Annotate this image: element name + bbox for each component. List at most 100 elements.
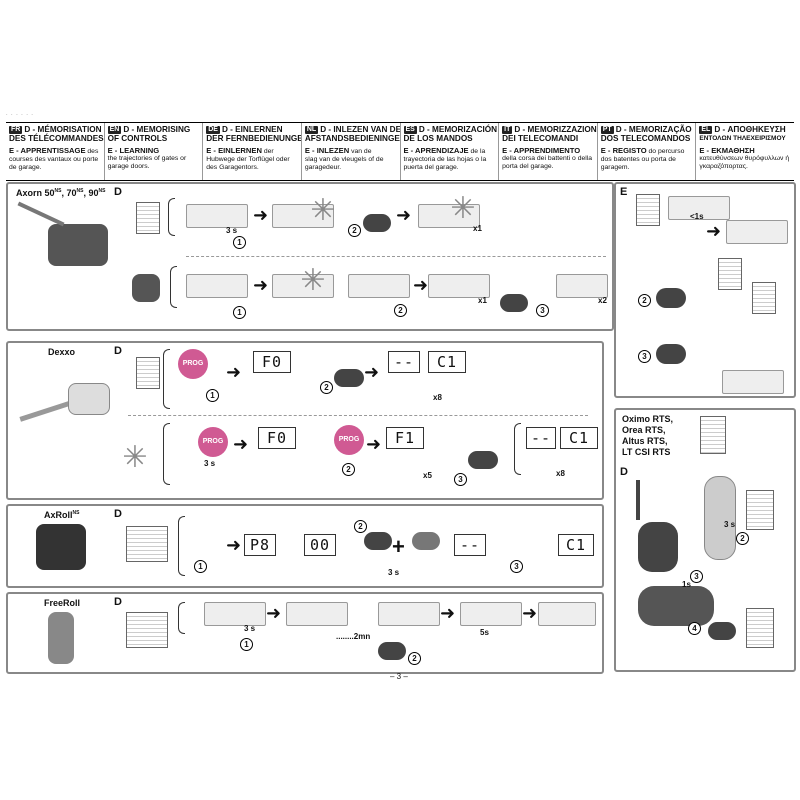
step-3: 3 [510, 560, 523, 573]
remote-icon [364, 532, 392, 550]
bracket [163, 423, 170, 485]
step-2: 2 [354, 520, 367, 533]
dexxo-panel: Dexxo ✳ D PROG 1 ➜ F0 2 ➜ -- C1 x8 PROG … [6, 341, 604, 500]
arrow-icon: ➜ [226, 535, 242, 555]
garage-door-icon [718, 258, 742, 290]
arrow-icon: ➜ [413, 275, 429, 295]
lcd-display: -- [454, 534, 486, 556]
step-d-label: D [114, 508, 122, 520]
lang-code: ES [403, 126, 417, 134]
step-3: 3 [690, 570, 703, 583]
bracket [170, 266, 177, 308]
remote-strip [726, 220, 788, 244]
motor-icon [132, 274, 160, 302]
col-title: D - MÉMORISATION [24, 125, 102, 134]
prog-button[interactable]: PROG [334, 425, 364, 455]
axorn-title: Axorn 50NS, 70NS, 90NS [16, 188, 106, 198]
col-title-2: AFSTANDSBEDIENINGEN [304, 134, 401, 143]
dexxo-motor-image [68, 383, 110, 415]
garage-door-icon [636, 194, 660, 226]
remote-strip [186, 204, 248, 228]
remote-icon [656, 344, 686, 364]
shutter-icon [746, 608, 774, 648]
remote-strip [272, 274, 334, 298]
col-title: D - EINLERNEN [221, 125, 283, 134]
step-1: 1 [233, 236, 246, 249]
plus-icon: + [392, 534, 405, 559]
remote-strip [538, 602, 596, 626]
step-2: 2 [348, 224, 361, 237]
oximo-title: Oximo RTS, Orea RTS, Altus RTS, LT CSI R… [622, 414, 674, 457]
light-flash-icon: ✳ [300, 264, 326, 297]
col-title-2: DOS TELECOMANDOS [600, 134, 691, 143]
col-sub: E - EINLERNEN [206, 146, 262, 155]
remote-icon [500, 294, 528, 312]
remote-icon [638, 522, 678, 572]
col-sub: E - APRENDIZAJE [403, 146, 469, 155]
arrow-icon: ➜ [366, 434, 382, 454]
separator-line [186, 256, 606, 257]
step-1: 1 [206, 389, 219, 402]
remote-strip [286, 602, 348, 626]
col-sub-rest: do percurso [646, 148, 685, 155]
arrow-icon: ➜ [440, 603, 456, 623]
lcd-display: -- [388, 351, 420, 373]
remote-strip [428, 274, 490, 298]
remote-open-image [704, 476, 736, 560]
remote-icon [363, 214, 391, 232]
remote-strip [204, 602, 266, 626]
freeroll-panel: FreeRoll D 3 s 1 ➜ ........2mn ➜ 5s ➜ 2 [6, 592, 604, 674]
col-title-2: DER FERNBEDIENUNGEN [206, 134, 302, 143]
arrow-icon: ➜ [522, 603, 538, 623]
step-e-label: E [620, 186, 628, 198]
axroll-receiver-image [36, 524, 86, 570]
rail-image [17, 201, 65, 227]
col-sub-rest: van de [349, 148, 372, 155]
step-3: 3 [638, 350, 651, 363]
lcd-display: C1 [428, 351, 466, 373]
prog-button[interactable]: PROG [198, 427, 228, 457]
garage-door-icon [136, 202, 160, 234]
col-sub: E - APPRENTISSAGE [9, 146, 86, 155]
light-bulb-icon: ✳ [122, 441, 148, 474]
remote-strip [556, 274, 608, 298]
step-d-label: D [114, 186, 122, 198]
col-sub: E - INLEZEN [304, 146, 350, 155]
flash-count: x8 [556, 469, 565, 478]
prog-button[interactable]: PROG [178, 349, 208, 379]
lcd-display: C1 [558, 534, 594, 556]
col-sub: E - ΕΚΜΑΘΗΣΗ [699, 146, 755, 155]
lcd-display: 00 [304, 534, 336, 556]
remote-strip [272, 204, 334, 228]
step-1: 1 [233, 306, 246, 319]
col-title: D - MEMORIZAÇÃO [615, 125, 692, 134]
hold-time: 1s [682, 580, 691, 589]
col-sub-rest: des [85, 148, 99, 155]
page-number: – 3 – [390, 672, 408, 681]
remote-strip [460, 602, 522, 626]
col-text: della corsa dei battenti o della porta d… [502, 155, 593, 170]
col-sub: E - LEARNING [107, 146, 160, 155]
axorn-panel: Axorn 50NS, 70NS, 90NS D 3 s 1 ➜ ✳ 2 ➜ ✳… [6, 182, 614, 331]
lcd-display: P8 [244, 534, 276, 556]
bracket [178, 516, 185, 576]
arrow-icon: ➜ [396, 205, 412, 225]
hold-time: 5s [480, 628, 489, 637]
arrow-icon: ➜ [266, 603, 282, 623]
col-title-2: OF CONTROLS [107, 134, 168, 143]
shutter-icon [746, 490, 774, 530]
freeroll-title: FreeRoll [44, 598, 81, 608]
lcd-display: -- [526, 427, 556, 449]
col-text: slag van de vleugels of de garagedeur. [304, 156, 384, 171]
col-text: κατευθύνσεων θυρόφυλλων ή γκαραζόπορτας. [699, 155, 790, 170]
remote-strip [722, 370, 784, 394]
arrow-icon: ➜ [253, 275, 269, 295]
hold-time: 3 s [724, 520, 736, 529]
arrow-icon: ➜ [706, 221, 722, 241]
flash-count: x2 [598, 296, 607, 305]
